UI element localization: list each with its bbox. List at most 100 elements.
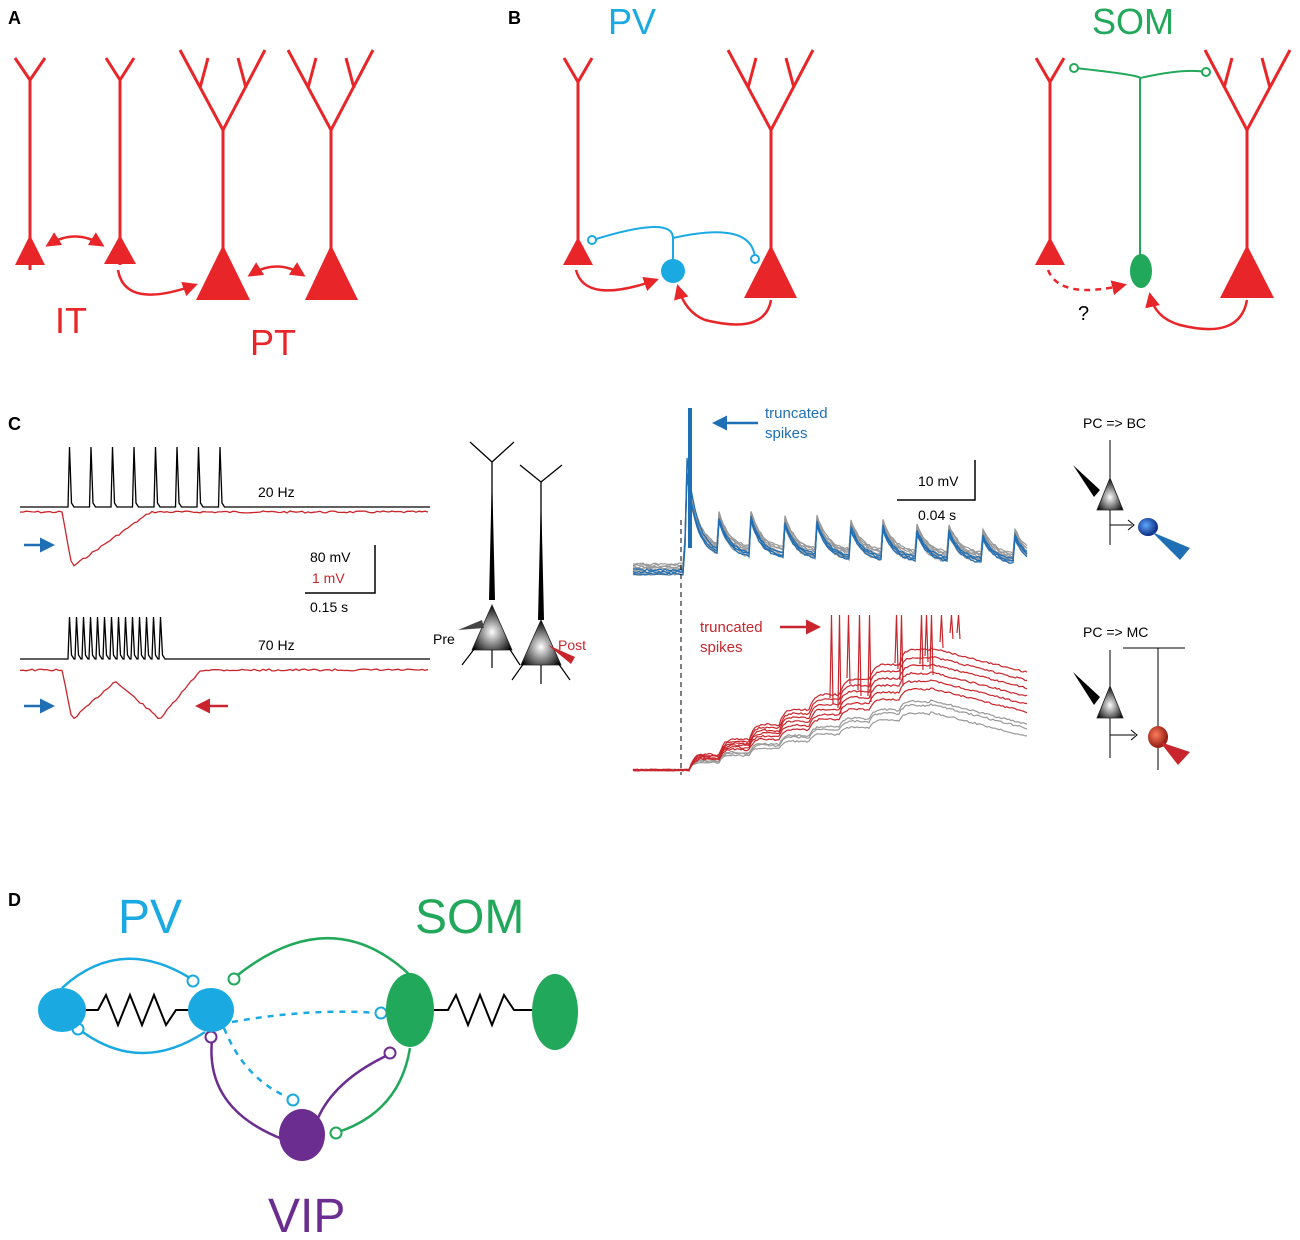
scale-80mv: 80 mV xyxy=(310,549,351,565)
label-70hz: 70 Hz xyxy=(258,637,295,653)
som-title: SOM xyxy=(1092,1,1174,42)
arrow-pt-pt xyxy=(247,262,306,277)
pyramidal-cell-b-som-large xyxy=(1203,49,1292,298)
label-som: SOM xyxy=(415,891,524,944)
pyramidal-cell-pt-1 xyxy=(178,49,267,300)
label-pt: PT xyxy=(250,322,296,363)
scale-004s: 0.04 s xyxy=(918,507,956,523)
panel-d: D PV SOM VIP xyxy=(8,890,578,1240)
pv-pv-gap-junction xyxy=(84,992,192,1028)
trace-truncated-spike xyxy=(929,614,934,676)
scale-bar-2: 10 mV 0.04 s xyxy=(897,460,976,523)
panel-letter-d: D xyxy=(8,890,21,910)
question-mark: ? xyxy=(1078,303,1089,325)
pv-title: PV xyxy=(608,1,656,42)
pv-to-vip-dashed xyxy=(222,1027,291,1100)
pyramidal-cell-it-1 xyxy=(13,57,47,270)
arrow-pv-pyr-to-pv xyxy=(674,284,773,326)
pre-label: Pre xyxy=(433,631,455,647)
label-20hz: 20 Hz xyxy=(258,484,295,500)
pyramidal-cell-pt-2 xyxy=(286,49,375,300)
label-it: IT xyxy=(55,300,87,341)
som-terminal-on-pv xyxy=(227,972,241,986)
trace-line xyxy=(632,711,1028,772)
pv-cell-1 xyxy=(38,988,86,1032)
label-vip: VIP xyxy=(268,1190,345,1240)
vip-to-som-arc xyxy=(316,1053,389,1119)
som-cell-2 xyxy=(532,974,578,1050)
truncated-red-1: truncated xyxy=(700,619,763,636)
panel-letter-c: C xyxy=(8,414,21,434)
panel-a: A IT PT xyxy=(8,8,375,363)
trace-truncated-spike xyxy=(894,614,899,670)
pc-mc-schematic: PC => MC xyxy=(1073,624,1190,770)
panel-c: C 20 Hz 80 mV 1 mV 0.15 s 70 Hz Pre xyxy=(8,405,1190,775)
trace-line xyxy=(632,647,1028,772)
trace-line xyxy=(632,703,1028,772)
trace-70hz-presynaptic xyxy=(20,616,430,660)
truncated-red-2: spikes xyxy=(700,639,743,656)
arrow-pyr-to-pv xyxy=(574,269,659,292)
arrow-som-pyr-to-som xyxy=(1145,292,1249,331)
traces-blue-group xyxy=(632,408,1028,577)
vip-terminal-on-pv xyxy=(204,1030,218,1044)
som-to-pv-arc xyxy=(233,937,411,979)
arrow-it-it xyxy=(45,232,105,247)
traces-red-group xyxy=(632,614,1028,772)
pv-pv-top-arc xyxy=(61,957,191,989)
vip-terminal-on-som xyxy=(383,1046,397,1060)
trace-truncated-spike xyxy=(867,614,872,703)
pv-terminal-on-som xyxy=(374,1006,388,1020)
trace-truncated-spike xyxy=(924,614,929,663)
vip-to-pv-arc xyxy=(210,1039,286,1142)
pre-neuron-drawing: Pre xyxy=(433,441,521,668)
trace-line xyxy=(633,656,1028,772)
arrow-it-pt xyxy=(116,269,198,297)
post-label: Post xyxy=(558,637,586,653)
trace-20hz-presynaptic xyxy=(20,446,430,508)
som-to-vip-arc xyxy=(340,1047,412,1133)
pyramidal-cell-b-pv-large xyxy=(726,49,815,298)
label-pv: PV xyxy=(118,891,182,944)
trace-truncated-spike xyxy=(837,614,842,715)
trace-truncated-spike xyxy=(829,614,834,705)
trace-truncated-spike xyxy=(846,614,851,685)
som-cell-1 xyxy=(386,973,434,1047)
pv-interneuron-b xyxy=(587,226,760,283)
scale-10mv: 10 mV xyxy=(918,473,959,489)
trace-truncated-spike xyxy=(857,614,862,697)
pc-bc-schematic: PC => BC xyxy=(1073,415,1190,560)
panel-letter-a: A xyxy=(8,8,21,28)
scale-1mv: 1 mV xyxy=(312,570,345,586)
som-interneuron-b xyxy=(1069,63,1211,288)
scale-bar-1: 80 mV 1 mV 0.15 s xyxy=(305,545,376,615)
trace-line xyxy=(632,687,1028,772)
pyramidal-cell-b-som-small xyxy=(1034,57,1066,265)
pc-mc-label: PC => MC xyxy=(1083,624,1148,640)
panel-b: B PV SOM xyxy=(508,1,1292,331)
trace-truncated-spike xyxy=(919,614,924,671)
trace-truncated-spike xyxy=(956,614,961,640)
dashed-arrow-pyr-to-som xyxy=(1046,269,1127,296)
trace-line xyxy=(632,475,1028,577)
trace-20hz-postsynaptic xyxy=(19,510,429,567)
scale-015s: 0.15 s xyxy=(310,599,348,615)
pv-cell-2 xyxy=(188,988,234,1032)
trace-70hz-postsynaptic xyxy=(19,668,429,720)
trace-line xyxy=(632,699,1028,772)
pyramidal-cell-b-pv-small xyxy=(562,57,594,265)
trace-line xyxy=(632,476,1028,576)
vip-cell xyxy=(279,1109,325,1161)
trace-truncated-spike xyxy=(899,614,904,687)
pv-terminal-1 xyxy=(186,974,200,988)
pyramidal-cell-it-2 xyxy=(104,57,136,265)
trace-truncated-spike xyxy=(949,614,954,640)
trace-line xyxy=(633,457,1028,573)
truncated-blue-1: truncated xyxy=(765,405,828,422)
panel-letter-b: B xyxy=(508,8,521,28)
pv-terminal-on-vip xyxy=(286,1093,300,1107)
trace-line xyxy=(632,663,1028,772)
truncated-blue-2: spikes xyxy=(765,425,808,442)
pc-bc-label: PC => BC xyxy=(1083,415,1146,431)
